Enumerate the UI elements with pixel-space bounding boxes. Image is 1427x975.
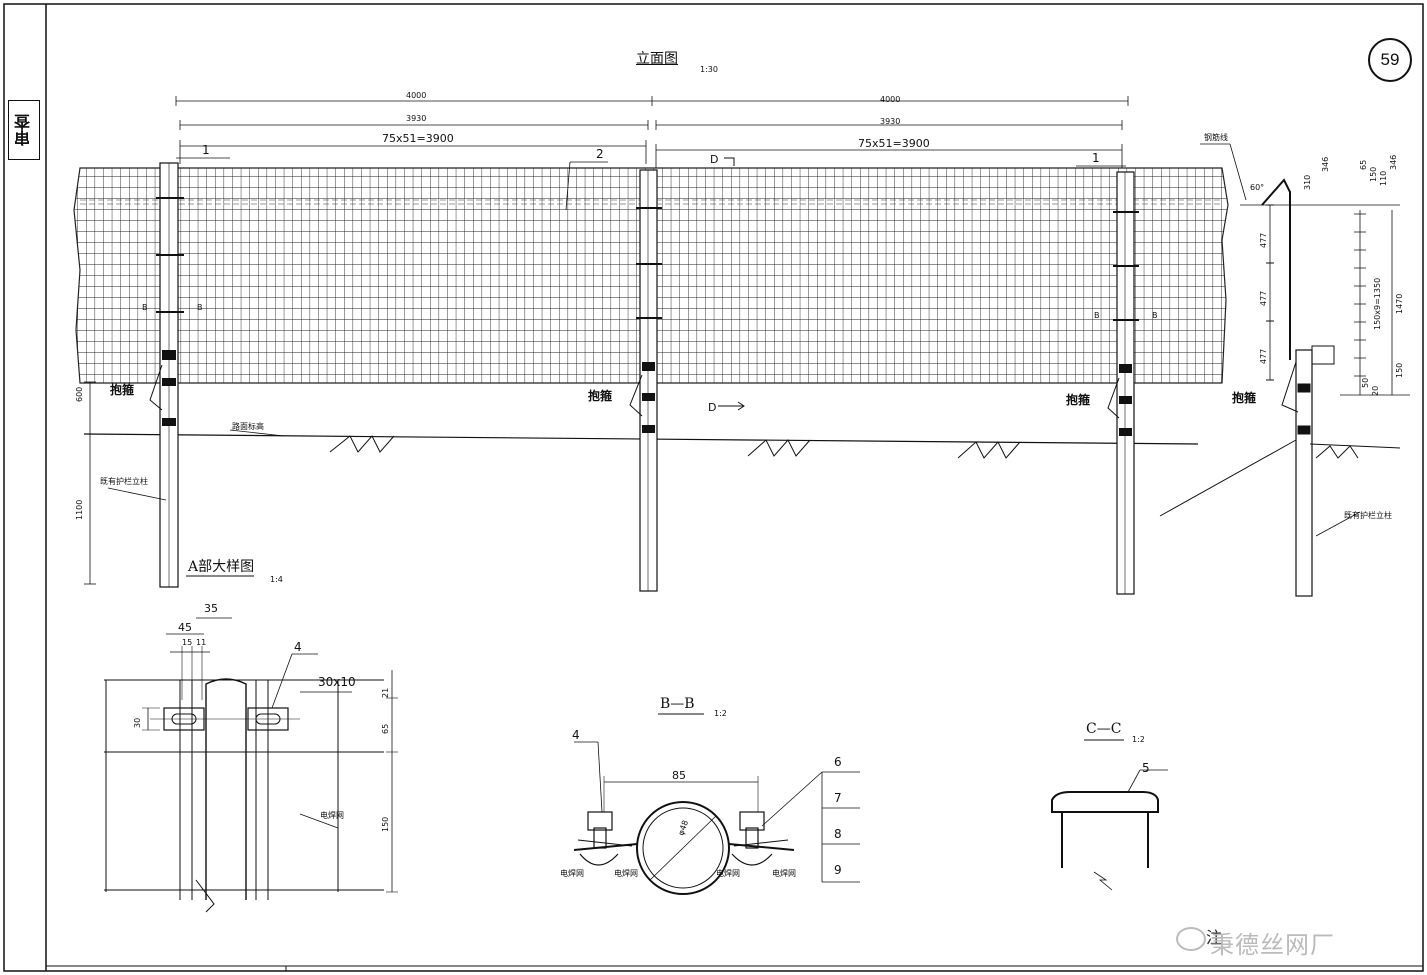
section-cc-mark-5: 5 (1142, 761, 1150, 775)
section-cc-drawing (1051, 739, 1168, 891)
side-dim-50: 50 (1361, 377, 1370, 388)
hoop-label-right: 抱箍 (1066, 393, 1091, 407)
detail-a-scale: 1:4 (270, 575, 283, 584)
weibo-icon (1176, 927, 1206, 951)
elevation-title: 立面图 (636, 51, 678, 67)
elevation-view (73, 96, 1229, 595)
hoop-label-side: 抱箍 (1232, 391, 1257, 405)
section-bb-mesh-4: 电焊网 (772, 869, 796, 878)
side-angle: 60° (1250, 183, 1265, 192)
dim-1100: 1100 (75, 499, 84, 520)
section-bb-mesh-2: 电焊网 (614, 869, 638, 878)
dim-11: 11 (196, 638, 207, 647)
slot-size: 30x10 (318, 675, 356, 689)
side-dim-20: 20 (1371, 385, 1380, 396)
side-view (1159, 143, 1410, 597)
dim-65: 65 (381, 723, 390, 734)
side-dim-477-a: 477 (1259, 232, 1268, 248)
dim-30: 30 (133, 717, 142, 728)
side-dim-346-a: 346 (1321, 156, 1330, 172)
existing-post-label: 既有护栏立柱 (100, 477, 148, 486)
side-dim-110: 110 (1379, 170, 1388, 186)
dim-total-right: 4000 (880, 95, 901, 104)
side-dim-1350: 150x9=1350 (1373, 277, 1382, 330)
hoop-label-middle: 抱箍 (588, 389, 613, 403)
mark-b-left-2: B (197, 303, 203, 312)
detail-a-title: A部大样图 (188, 559, 255, 575)
section-bb-title: B—B (660, 696, 695, 712)
section-bb-mark-4: 4 (572, 728, 580, 742)
section-bb-scale: 1:2 (714, 709, 727, 718)
detail-a-drawing (104, 575, 398, 913)
dim-post-left: 3930 (406, 114, 427, 123)
side-dim-477-c: 477 (1259, 348, 1268, 364)
mark-b-right-1: B (1094, 311, 1100, 320)
elevation-scale: 1:30 (700, 65, 718, 74)
note-label: 注 (1206, 928, 1223, 947)
dim-mesh-left: 75x51=3900 (382, 132, 454, 145)
side-dim-346-b: 346 (1389, 154, 1398, 170)
mark-2: 2 (596, 147, 604, 161)
dim-15: 15 (182, 638, 193, 647)
side-dim-150-top: 150 (1369, 166, 1378, 182)
review-stamp: 审查 (8, 100, 40, 160)
section-bb-mark-7: 7 (834, 791, 842, 805)
section-cc-title: C—C (1086, 721, 1122, 737)
sheet-border (3, 3, 1424, 972)
side-dim-310: 310 (1303, 174, 1312, 190)
dim-45: 45 (178, 621, 192, 634)
side-dim-477-b: 477 (1259, 290, 1268, 306)
section-bb-mark-8: 8 (834, 827, 842, 841)
dim-35: 35 (204, 602, 218, 615)
dim-post-right: 3930 (880, 117, 901, 126)
mark-1-right: 1 (1092, 151, 1100, 165)
dim-total-left: 4000 (406, 91, 427, 100)
section-bb-mesh-3: 电焊网 (716, 869, 740, 878)
section-bb-mark-6: 6 (834, 755, 842, 769)
hoop-label-left: 抱箍 (110, 383, 135, 397)
section-bb-mark-9: 9 (834, 863, 842, 877)
post-right (1107, 171, 1139, 595)
dim-600: 600 (75, 386, 84, 402)
mark-b-left-1: B (142, 303, 148, 312)
dim-150: 150 (381, 816, 390, 832)
mark-1-left: 1 (202, 143, 210, 157)
page-number: 59 (1368, 38, 1412, 82)
existing-post-label-side: 既有护栏立柱 (1344, 511, 1392, 520)
elevation-dimensions (84, 96, 1129, 585)
detail-a-mesh-label: 电焊网 (320, 811, 344, 820)
section-bb-mesh-1: 电焊网 (560, 869, 584, 878)
mark-b-right-2: B (1152, 311, 1158, 320)
dim-mesh-right: 75x51=3900 (858, 137, 930, 150)
section-cc-scale: 1:2 (1132, 735, 1145, 744)
side-wire-label: 钢筋线 (1204, 133, 1228, 142)
post-middle (629, 169, 662, 592)
side-dim-1470: 1470 (1395, 293, 1404, 314)
detail-a-mark-4: 4 (294, 640, 302, 654)
dim-85: 85 (672, 769, 686, 782)
road-level-label: 路面标高 (232, 422, 264, 431)
mark-d-bottom: D (708, 401, 717, 414)
dim-21: 21 (381, 687, 390, 698)
watermark: 秉德丝网厂 (1210, 931, 1335, 959)
side-dim-150-bottom: 150 (1395, 362, 1404, 378)
post-left (149, 162, 184, 588)
mark-d-top: D (710, 153, 719, 166)
side-dim-65: 65 (1359, 159, 1368, 170)
section-bb-drawing (573, 713, 860, 895)
